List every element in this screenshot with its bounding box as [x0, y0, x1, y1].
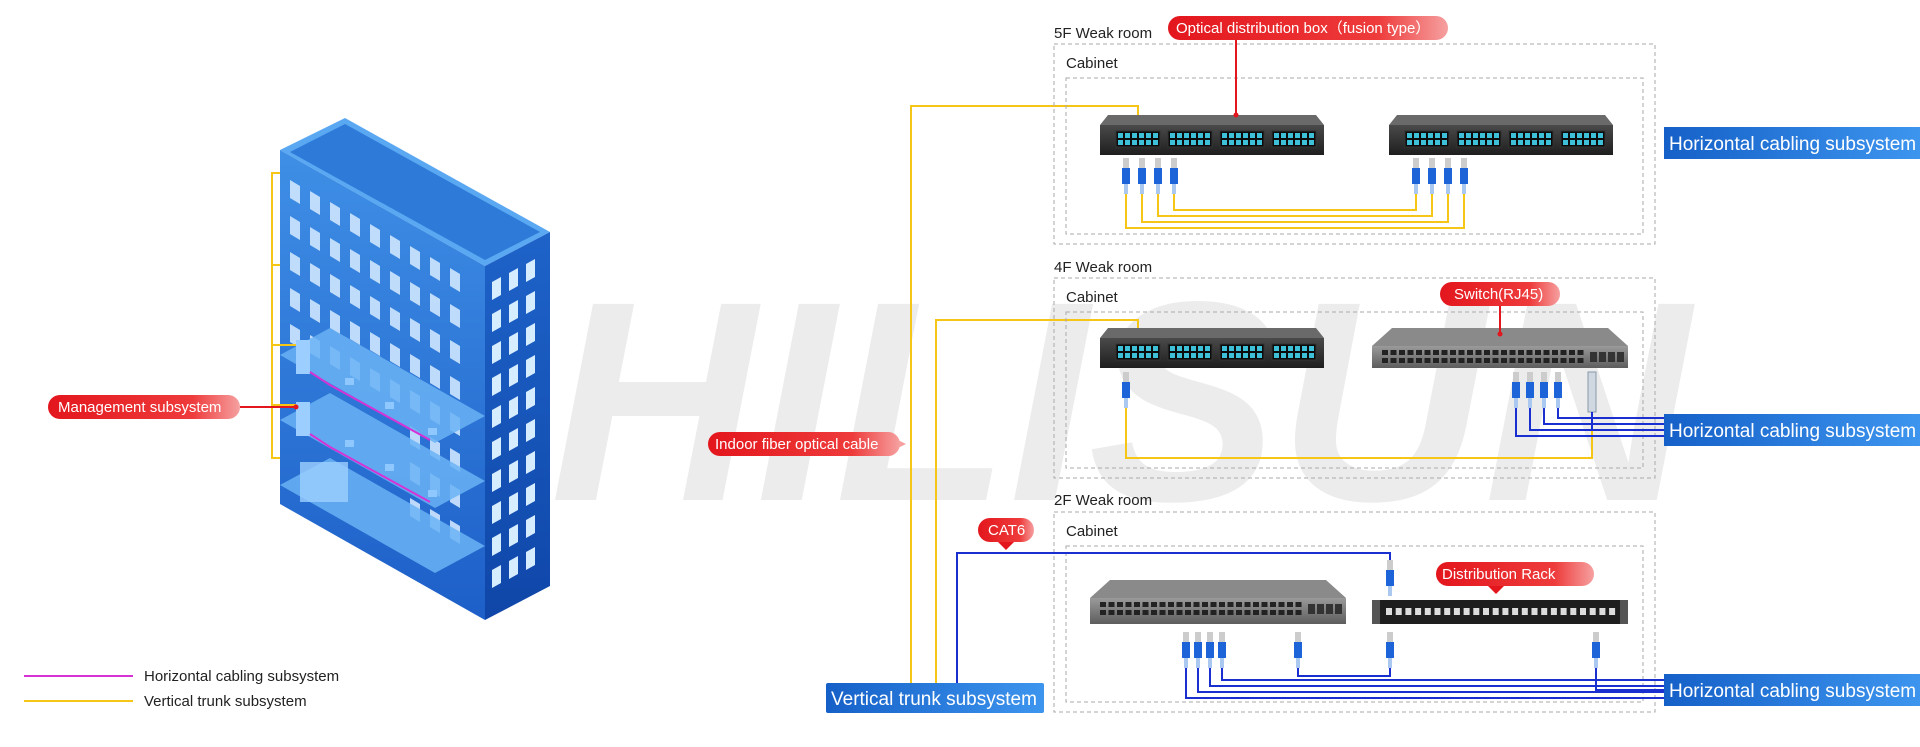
- label-horizontal-2f: Horizontal cabling subsystem: [1664, 674, 1920, 706]
- callout-cat6: CAT6: [978, 518, 1034, 550]
- room-2f: 2F Weak room Cabinet Distribution Rack C…: [956, 492, 1664, 713]
- callout-switch-text: Switch(RJ45): [1454, 286, 1543, 303]
- label-horizontal-2f-text: Horizontal cabling subsystem: [1669, 681, 1916, 702]
- room-5f-cabinet: Cabinet: [1066, 55, 1119, 72]
- callout-odf-text: Optical distribution box（fusion type）: [1176, 20, 1430, 37]
- fiber-patch-cords-5f: [1122, 158, 1468, 229]
- odf-panel-right: [1389, 115, 1613, 155]
- label-horizontal-4f-text: Horizontal cabling subsystem: [1669, 421, 1916, 442]
- room-5f-title: 5F Weak room: [1054, 25, 1152, 42]
- room-4f-cabinet: Cabinet: [1066, 289, 1119, 306]
- odf-panel-4f: [1100, 328, 1324, 368]
- label-horizontal-4f: Horizontal cabling subsystem: [1664, 414, 1920, 446]
- callout-switch: Switch(RJ45): [1440, 282, 1560, 337]
- legend: Horizontal cabling subsystem Vertical tr…: [24, 668, 339, 710]
- label-horizontal-5f: Horizontal cabling subsystem: [1664, 127, 1920, 159]
- callout-odf: Optical distribution box（fusion type）: [1168, 16, 1448, 118]
- label-horizontal-5f-text: Horizontal cabling subsystem: [1669, 134, 1916, 155]
- callout-dist-rack: Distribution Rack: [1436, 562, 1594, 594]
- room-2f-cabinet: Cabinet: [1066, 523, 1119, 540]
- distribution-rack: [1372, 600, 1628, 624]
- room-4f-title: 4F Weak room: [1054, 259, 1152, 276]
- room-5f: 5F Weak room Cabinet Optical distributio…: [1053, 16, 1656, 245]
- room-2f-title: 2F Weak room: [1054, 492, 1152, 509]
- switch-4f: [1372, 328, 1628, 368]
- legend-label-vertical: Vertical trunk subsystem: [144, 693, 307, 710]
- patch-cords-2f: [1182, 560, 1664, 699]
- label-vertical-trunk-text: Vertical trunk subsystem: [831, 689, 1037, 710]
- callout-cat6-text: CAT6: [988, 522, 1025, 539]
- callout-indoor-fiber-text: Indoor fiber optical cable: [715, 436, 878, 453]
- patch-cords-4f: [1122, 371, 1664, 459]
- building-illustration: [271, 118, 550, 620]
- callout-management-text: Management subsystem: [58, 399, 221, 416]
- callout-dist-rack-text: Distribution Rack: [1442, 566, 1556, 583]
- callout-indoor-fiber: Indoor fiber optical cable: [708, 432, 906, 456]
- room-4f: 4F Weak room Cabinet Switch(RJ45): [1053, 259, 1664, 479]
- callout-management: Management subsystem: [48, 395, 299, 419]
- switch-2f: [1090, 580, 1346, 624]
- label-vertical-trunk: Vertical trunk subsystem: [826, 683, 1044, 713]
- odf-panel-left: [1100, 115, 1324, 155]
- legend-label-horizontal: Horizontal cabling subsystem: [144, 668, 339, 685]
